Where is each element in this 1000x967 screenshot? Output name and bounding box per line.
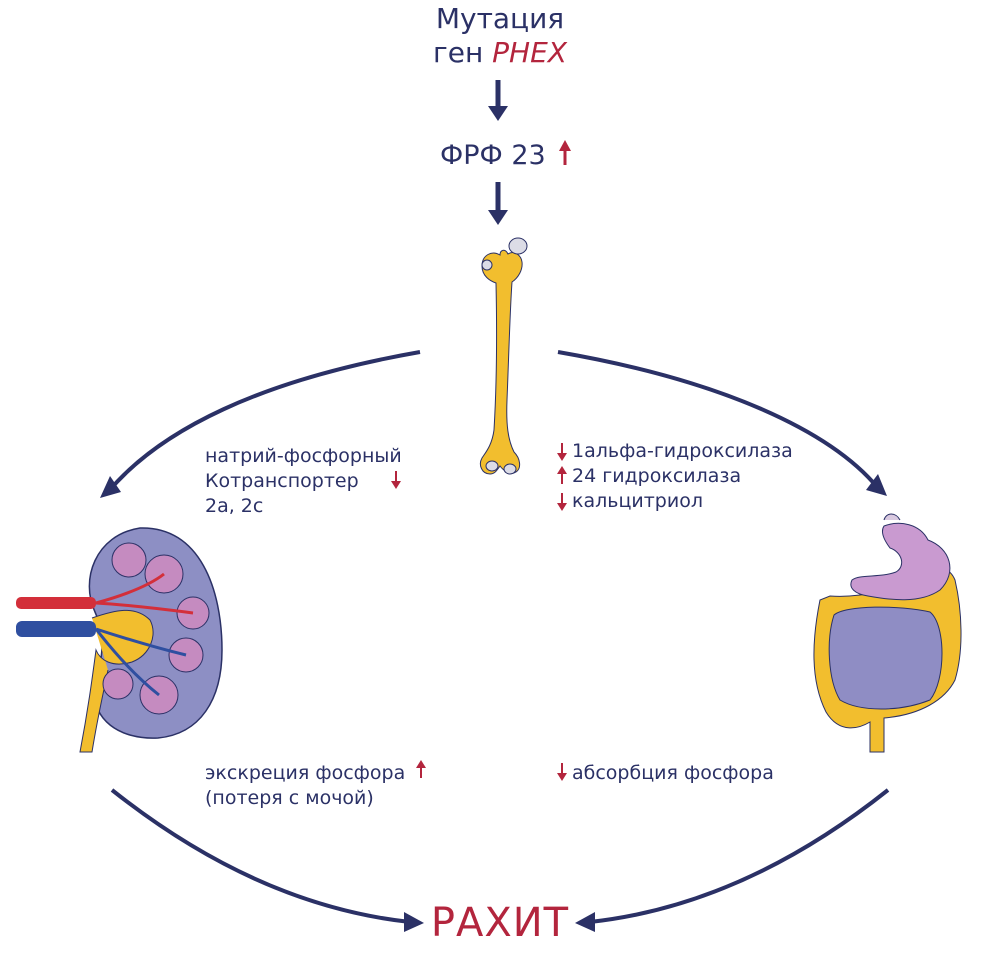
arrow-bone-to-kidney-head: [100, 476, 121, 498]
bone-illustration: [479, 237, 528, 475]
absorption-note: абсорбция фосфора: [572, 762, 774, 784]
fgf23-up-arrow: [559, 140, 571, 165]
arrow-kidney-to-rickets: [110, 788, 411, 924]
left-note-1: натрий-фосфорный: [205, 445, 402, 467]
arrow-bone-to-intestine-head: [866, 474, 887, 496]
cotransporter-down-arrow: [391, 471, 401, 489]
arrow-intestine-to-rickets-head: [575, 912, 595, 932]
excretion-note: экскреция фосфора: [205, 762, 406, 784]
gene-name: PHEX: [492, 36, 567, 69]
header-gene-line: ген PHEX: [0, 36, 1000, 69]
rickets-label: РАХИТ: [430, 900, 570, 946]
arrow-bone-to-intestine: [557, 350, 880, 490]
urine-loss-note: (потеря с мочой): [205, 787, 374, 809]
excretion-up-arrow: [416, 760, 426, 778]
calcitriol-down-arrow: [557, 493, 567, 511]
right-note-3: кальцитриол: [572, 490, 703, 512]
arrow-kidney-to-rickets-head: [404, 912, 424, 932]
arrow-mutation-to-fgf: [488, 80, 508, 121]
left-note-3: 2а, 2с: [205, 495, 264, 517]
header-mutation: Мутация: [435, 2, 565, 35]
arrow-intestine-to-rickets: [589, 788, 890, 924]
fgf23-text: ФРФ 23: [440, 140, 546, 171]
kidney-illustration: [16, 527, 223, 753]
right-note-2: 24 гидроксилаза: [572, 465, 742, 487]
right-note-1: 1альфа-гидроксилаза: [572, 440, 793, 462]
left-note-2: Котранспортер: [205, 470, 359, 492]
absorption-down-arrow: [557, 763, 567, 781]
arrow-bone-to-kidney: [106, 350, 421, 494]
fgf23-label: ФРФ 23: [440, 140, 546, 171]
hydroxylase24-up-arrow: [557, 466, 567, 484]
arrow-fgf-to-bone: [488, 182, 508, 225]
header-gene-prefix: ген: [433, 36, 493, 69]
digestive-tract-illustration: [813, 513, 962, 753]
alpha-hydroxylase-down-arrow: [557, 443, 567, 461]
